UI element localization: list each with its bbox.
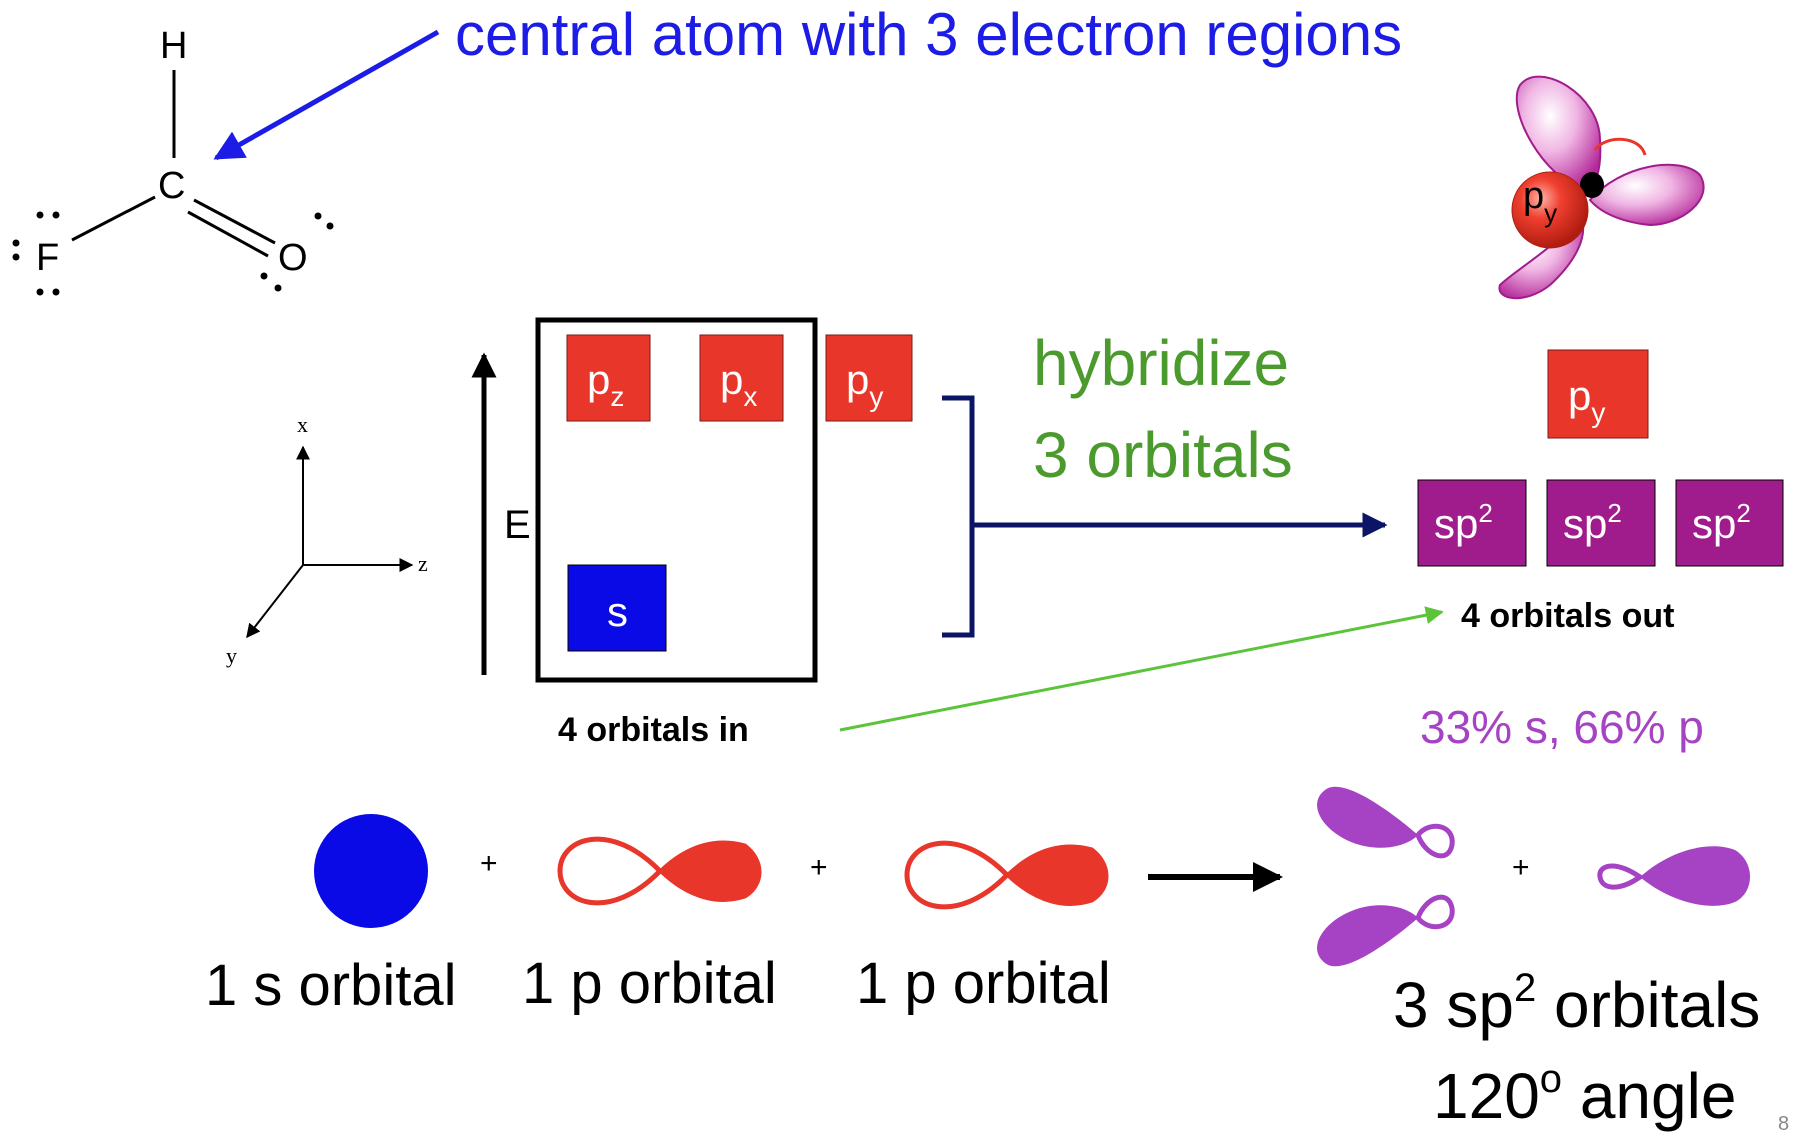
- svg-text:sp2: sp2: [1692, 498, 1751, 547]
- out-orbital-sp2-box-3: sp2: [1675, 479, 1784, 567]
- lewis-structure: H C F O: [12, 25, 334, 296]
- orbitals-in-caption: 4 orbitals in: [558, 711, 749, 749]
- p-orbital-shape-2: [904, 840, 1109, 910]
- svg-text:sp2: sp2: [1434, 498, 1493, 547]
- orbital-pz-box: pz: [566, 334, 651, 422]
- model-p-lobe-arc: [1593, 137, 1647, 156]
- svg-text:pz: pz: [587, 356, 624, 412]
- svg-text:s: s: [607, 588, 628, 635]
- model-nucleus: [1580, 172, 1604, 198]
- axis-x-label: x: [297, 412, 308, 437]
- atom-h: H: [160, 25, 187, 67]
- p-orbital-caption-2: 1 p orbital: [856, 951, 1111, 1016]
- sp2-hybrid-shape-lower: [1317, 894, 1455, 967]
- out-orbital-py-box: py: [1547, 349, 1649, 439]
- s-orbital-shape: [314, 814, 428, 928]
- out-orbital-sp2-box-2: sp2: [1546, 479, 1656, 567]
- p-orbital-caption-1: 1 p orbital: [522, 951, 777, 1016]
- svg-text:py: py: [1568, 372, 1605, 428]
- model-lobe-upper: [1515, 75, 1602, 192]
- out-orbital-sp2-box-1: sp2: [1417, 479, 1527, 567]
- bond-angle-caption: 120o angle: [1433, 1057, 1736, 1132]
- atom-o: O: [278, 237, 308, 279]
- axis-y: [246, 564, 304, 639]
- hybridize-bracket: [942, 395, 975, 638]
- orbitals-in-box: [535, 317, 818, 683]
- orbital-px-box: px: [699, 334, 784, 422]
- svg-text:sp2: sp2: [1563, 498, 1622, 547]
- f-lone-pairs: [12, 211, 60, 296]
- atom-c: C: [158, 165, 185, 207]
- atom-f: F: [36, 237, 59, 279]
- coordinate-axes: x z y: [226, 412, 428, 668]
- o-lone-pairs: [260, 212, 334, 292]
- model-py-ball: [1511, 171, 1589, 249]
- model-py-label: py: [1523, 175, 1557, 228]
- page-number: 8: [1778, 1113, 1789, 1135]
- bond-c-o-1: [193, 198, 276, 245]
- hybridize-line2: 3 orbitals: [1033, 419, 1293, 491]
- p-orbital-shape-1: [557, 836, 762, 906]
- axis-y-label: y: [226, 643, 237, 668]
- orbital-s-box: s: [567, 564, 667, 652]
- hybridize-line1: hybridize: [1033, 327, 1289, 399]
- sp2-orbitals-caption: 3 sp2 orbitals: [1393, 966, 1760, 1041]
- orbital-py-box: py: [825, 334, 913, 422]
- svg-text:py: py: [846, 356, 883, 412]
- plus-sign-1: +: [480, 847, 498, 880]
- bond-c-f: [71, 195, 156, 242]
- composition-text: 33% s, 66% p: [1420, 701, 1704, 753]
- in-to-out-green-arrow: [839, 606, 1444, 732]
- title-pointer-arrow: [213, 29, 440, 161]
- plus-sign-2: +: [810, 851, 828, 884]
- axis-z-label: z: [418, 551, 428, 576]
- model-lobe-right: [1588, 163, 1705, 227]
- slide-title: central atom with 3 electron regions: [455, 1, 1402, 68]
- s-orbital-caption: 1 s orbital: [205, 953, 456, 1018]
- energy-label: E: [504, 503, 531, 547]
- sp2-hybrid-shape-right: [1597, 846, 1750, 906]
- sp2-3d-model: py: [1498, 75, 1705, 300]
- orbitals-out-caption: 4 orbitals out: [1461, 597, 1674, 635]
- bond-c-o-2: [187, 210, 269, 258]
- sp2-hybrid-shape-upper: [1317, 786, 1455, 859]
- plus-sign-3: +: [1512, 851, 1530, 884]
- svg-text:px: px: [720, 356, 757, 412]
